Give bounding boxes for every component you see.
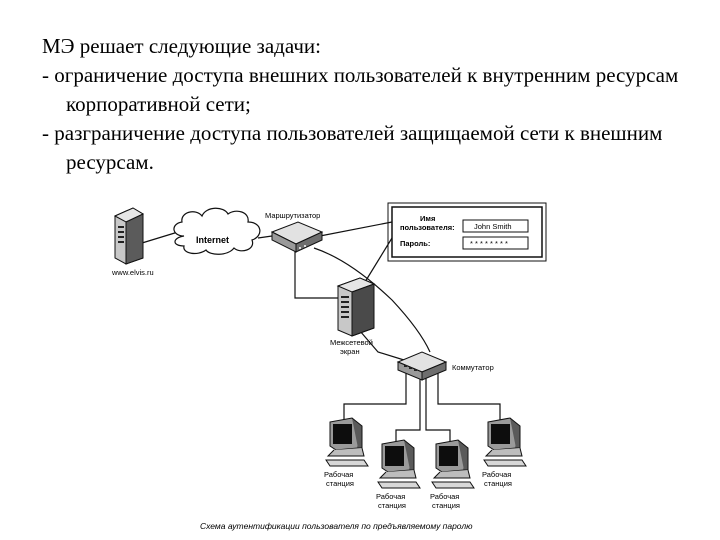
wire-router-login <box>319 221 393 237</box>
wire-router-switch <box>313 247 431 353</box>
bullet-item: - ограничение доступа внешних пользовате… <box>42 63 679 116</box>
workstation-label: станция <box>378 501 406 510</box>
workstation-label: Рабочая <box>430 492 459 501</box>
router-icon <box>270 221 324 253</box>
workstation-label: станция <box>432 501 460 510</box>
workstation-icon <box>431 439 475 489</box>
workstation-label: Рабочая <box>324 470 353 479</box>
heading: МЭ решает следующие задачи: <box>42 34 321 58</box>
login-name-field <box>462 219 529 233</box>
web-server-icon <box>113 207 145 265</box>
workstation-label: станция <box>484 479 512 488</box>
firewall-label: Межсетевой <box>330 338 373 347</box>
wire-switch-ws <box>425 374 451 444</box>
login-password-field <box>462 236 529 250</box>
wire-firewall-switch <box>353 323 405 361</box>
workstation-label: Рабочая <box>376 492 405 501</box>
wire-router-firewall <box>294 248 340 299</box>
workstation-label: Рабочая <box>482 470 511 479</box>
wire-switch-ws <box>343 372 407 422</box>
cloud-label: Internet <box>196 235 229 245</box>
login-password-label: Пароль: <box>400 239 430 248</box>
wire-switch-ws <box>395 374 421 444</box>
internet-cloud-icon <box>173 207 261 255</box>
firewall-icon <box>336 277 376 337</box>
server-label: www.elvis.ru <box>111 268 154 277</box>
wire-server-cloud <box>141 231 179 244</box>
switch-icon <box>396 351 448 381</box>
wire-cloud-router <box>257 235 273 239</box>
login-dialog: Имя пользователя: John Smith Пароль: * *… <box>387 202 547 262</box>
workstation-icon <box>325 417 369 467</box>
login-name-label: пользователя: <box>400 223 455 232</box>
diagram-caption: Схема аутентификации пользователя по пре… <box>200 521 473 531</box>
login-name-label: Имя <box>420 214 435 223</box>
slide-text: МЭ решает следующие задачи: - ограничени… <box>42 32 702 177</box>
workstation-icon <box>377 439 421 489</box>
firewall-label: экран <box>340 347 360 356</box>
bullet-item: - разграничение доступа пользователей за… <box>42 121 663 174</box>
login-password-value: * * * * * * * * <box>470 239 508 248</box>
workstation-label: станция <box>326 479 354 488</box>
router-label: Маршрутизатор <box>265 211 320 220</box>
switch-label: Коммутатор <box>452 363 494 372</box>
wire-switch-ws <box>437 372 501 420</box>
login-name-value: John Smith <box>474 222 512 231</box>
workstation-icon <box>483 417 527 467</box>
